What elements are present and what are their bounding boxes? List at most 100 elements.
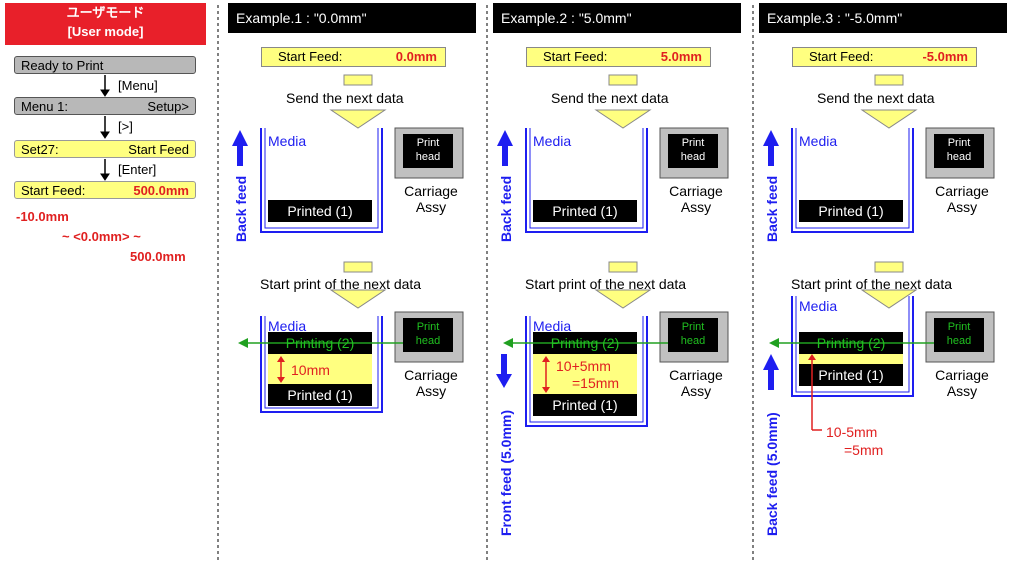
key-menu: [Menu] (118, 78, 158, 93)
front-feed-text: Front feed (5.0mm) (498, 409, 514, 536)
user-mode-header: ユーザモード [User mode] (5, 3, 206, 45)
back-feed-5mm-label: Back feed (5.0mm) (763, 396, 781, 536)
example-3-start-feed: Start Feed: -5.0mm (792, 47, 977, 67)
carriage-line2: Assy (680, 199, 712, 215)
menu-label: Menu 1: (21, 99, 68, 114)
print-head-line1: Print (416, 321, 440, 333)
key-enter: [Enter] (118, 162, 157, 177)
printed-label: Printed (1) (552, 203, 618, 219)
example-2-start-feed: Start Feed: 5.0mm (526, 47, 711, 67)
range-max: 500.0mm (130, 249, 186, 264)
carriage-line2: Assy (415, 383, 447, 399)
carriage-label-2: Carriage Assy (396, 367, 466, 399)
gap-label: 10mm (291, 362, 330, 378)
gap-line1: 10+5mm (556, 358, 611, 374)
start-print-label: Start print of the next data (791, 276, 953, 292)
start-feed-label: Start Feed: (543, 49, 608, 64)
send-next-label: Send the next data (817, 90, 935, 106)
front-feed-label: Front feed (5.0mm) (497, 396, 515, 536)
printed-label-2: Printed (1) (287, 387, 353, 403)
printing-label: Printing (2) (285, 335, 355, 351)
example-3-header: Example.3 : "-5.0mm" (759, 3, 1007, 33)
media-label-2: Media (533, 318, 572, 334)
print-head-line1: Print (681, 137, 705, 149)
gap-line1: 10-5mm (826, 424, 878, 440)
menu-value: Start Feed (128, 142, 189, 157)
media-label-2: Media (799, 298, 838, 314)
start-print-label: Start print of the next data (260, 276, 422, 292)
print-head-line1: Print (681, 321, 705, 333)
print-head-line1: Print (947, 137, 971, 149)
print-head-label-2: Print head (668, 320, 718, 348)
example-1-graphics (232, 74, 464, 413)
start-feed-value: 0.0mm (395, 49, 437, 64)
media-label: Media (533, 133, 572, 149)
back-feed-label: Back feed (497, 170, 515, 242)
printed-label-2: Printed (1) (552, 397, 618, 413)
carriage-line2: Assy (415, 199, 447, 215)
back-feed-5mm-text: Back feed (5.0mm) (764, 412, 780, 536)
example-2-graphics (496, 74, 729, 427)
menu-value: Setup> (147, 99, 189, 114)
carriage-line1: Carriage (669, 367, 723, 383)
print-head-line1: Print (947, 321, 971, 333)
start-feed-value: 5.0mm (660, 49, 702, 64)
carriage-line2: Assy (946, 199, 978, 215)
print-head-line1: Print (416, 137, 440, 149)
gap-line2: =15mm (572, 375, 620, 391)
printing-label: Printing (2) (816, 335, 886, 351)
printed-label: Printed (1) (818, 203, 884, 219)
carriage-label: Carriage Assy (661, 183, 731, 215)
send-next-label: Send the next data (286, 90, 404, 106)
gap-label: 10-5mm =5mm (826, 423, 883, 459)
carriage-line1: Carriage (935, 367, 989, 383)
print-head-line2: head (680, 335, 706, 347)
start-print-label: Start print of the next data (525, 276, 687, 292)
media-label: Media (799, 133, 838, 149)
carriage-line1: Carriage (935, 183, 989, 199)
carriage-label: Carriage Assy (396, 183, 466, 215)
menu-label: Ready to Print (21, 58, 104, 73)
back-feed-text: Back feed (764, 175, 780, 242)
back-feed-label: Back feed (763, 170, 781, 242)
print-head-label-2: Print head (403, 320, 453, 348)
example-1-start-feed: Start Feed: 0.0mm (261, 47, 446, 67)
carriage-label: Carriage Assy (927, 183, 997, 215)
carriage-line2: Assy (680, 383, 712, 399)
gap-line2: =5mm (844, 442, 884, 458)
print-head-line2: head (946, 151, 972, 163)
carriage-line2: Assy (946, 383, 978, 399)
menu-set27: Set27: Start Feed (14, 140, 196, 158)
carriage-line1: Carriage (404, 367, 458, 383)
carriage-line1: Carriage (404, 183, 458, 199)
print-head-line2: head (415, 335, 441, 347)
carriage-label-2: Carriage Assy (927, 367, 997, 399)
example-3-graphics (763, 74, 995, 431)
print-head-line2: head (946, 335, 972, 347)
range-min: -10.0mm (16, 209, 69, 224)
start-feed-label: Start Feed: (809, 49, 874, 64)
menu-start-feed: Start Feed: 500.0mm (14, 181, 196, 199)
menu-ready-to-print: Ready to Print (14, 56, 196, 74)
media-label-2: Media (268, 318, 307, 334)
gap-label: 10+5mm =15mm (556, 358, 619, 392)
example-1-header: Example.1 : "0.0mm" (228, 3, 476, 33)
print-head-label: Print head (934, 136, 984, 164)
carriage-line1: Carriage (669, 183, 723, 199)
range-default: ~ <0.0mm> ~ (62, 229, 141, 244)
print-head-line2: head (680, 151, 706, 163)
printing-label: Printing (2) (550, 335, 620, 351)
send-next-label: Send the next data (551, 90, 669, 106)
back-feed-text: Back feed (498, 175, 514, 242)
print-head-label-2: Print head (934, 320, 984, 348)
menu-arrows (100, 75, 110, 181)
printed-label: Printed (1) (287, 203, 353, 219)
printed-label-2: Printed (1) (818, 367, 884, 383)
menu-label: Start Feed: (21, 183, 86, 198)
print-head-label: Print head (403, 136, 453, 164)
start-feed-value: -5.0mm (922, 49, 968, 64)
menu-value: 500.0mm (133, 183, 189, 198)
menu-label: Set27: (21, 142, 59, 157)
user-mode-title-en: [User mode] (67, 24, 144, 39)
